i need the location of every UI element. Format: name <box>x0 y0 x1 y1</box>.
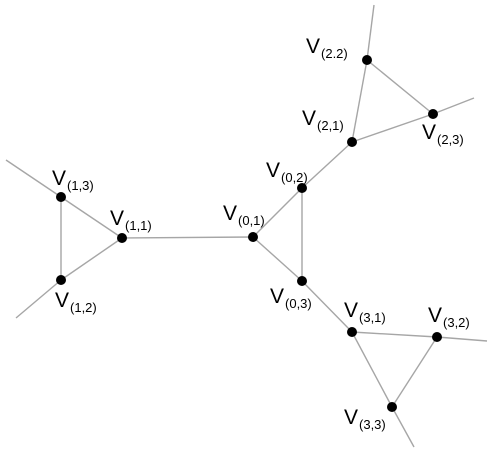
vertex-label-1-1: V(1,1) <box>110 207 152 233</box>
vertex-label-0-1: V(0,1) <box>223 202 265 228</box>
edge-v-1-3-v-1-1 <box>60 196 123 239</box>
vertex-label-letter: V <box>55 289 69 312</box>
vertex-label-subscript: (0,3) <box>285 296 312 311</box>
vertex-label-subscript: (2,3) <box>437 132 464 147</box>
dangling-edge-v-1-3 <box>5 159 62 198</box>
edge-v-2-1-v-2-2 <box>351 59 368 143</box>
edge-v-2-2-v-2-3 <box>366 59 434 115</box>
vertex-label-1-2: V(1,2) <box>55 289 97 315</box>
dangling-edge-v-2-2 <box>366 4 375 61</box>
dangling-edge-v-3-2 <box>436 336 488 342</box>
vertex-1-1 <box>117 233 127 243</box>
vertex-label-0-3: V(0,3) <box>270 285 312 311</box>
vertex-label-0-2: V(0,2) <box>266 159 308 185</box>
vertex-label-2-2: V(2.2) <box>306 35 348 61</box>
edge-v-1-2-v-1-1 <box>60 237 123 281</box>
vertex-3-3 <box>387 402 397 412</box>
edge-v-2-1-v-2-3 <box>351 113 434 143</box>
vertex-label-subscript: (1,1) <box>125 218 152 233</box>
vertex-1-2 <box>56 275 66 285</box>
edge-v-3-1-v-3-2 <box>351 331 438 338</box>
dangling-edge-v-2-3 <box>432 97 475 115</box>
vertex-0-2 <box>297 183 307 193</box>
vertex-label-subscript: (3,2) <box>443 315 470 330</box>
vertex-1-3 <box>56 192 66 202</box>
vertex-label-subscript: (1,2) <box>70 300 97 315</box>
vertex-3-2 <box>432 332 442 342</box>
vertex-label-2-1: V(2,1) <box>302 107 344 133</box>
vertex-label-subscript: (0,2) <box>281 170 308 185</box>
vertex-label-letter: V <box>344 406 358 429</box>
vertex-label-letter: V <box>422 121 436 144</box>
vertices-layer <box>56 55 442 412</box>
edge-v-0-2-v-2-1 <box>301 141 353 189</box>
vertex-label-3-1: V(3,1) <box>344 299 386 325</box>
vertex-label-letter: V <box>52 167 66 190</box>
vertex-2-1 <box>347 137 357 147</box>
edge-v-0-1-v-0-2 <box>252 187 303 238</box>
vertex-0-1 <box>248 232 258 242</box>
vertex-label-1-3: V(1,3) <box>52 167 94 193</box>
vertex-label-3-3: V(3,3) <box>344 406 386 432</box>
vertex-label-subscript: (1,3) <box>67 178 94 193</box>
vertex-label-letter: V <box>110 207 124 230</box>
vertex-3-1 <box>347 327 357 337</box>
vertex-label-letter: V <box>223 202 237 225</box>
vertex-0-3 <box>297 276 307 286</box>
vertex-label-letter: V <box>302 107 316 130</box>
vertex-2-3 <box>428 109 438 119</box>
vertex-label-letter: V <box>266 159 280 182</box>
vertex-2-2 <box>362 55 372 65</box>
labels-layer: V(1,3)V(1,2)V(1,1)V(0,1)V(0,2)V(0,3)V(2,… <box>52 35 470 432</box>
vertex-label-letter: V <box>306 35 320 58</box>
vertex-label-subscript: (2,1) <box>317 118 344 133</box>
edge-v-3-1-v-3-3 <box>351 331 393 408</box>
edge-v-1-1-v-0-1 <box>121 236 254 239</box>
vertex-label-letter: V <box>344 299 358 322</box>
vertex-label-3-2: V(3,2) <box>428 304 470 330</box>
vertex-label-letter: V <box>428 304 442 327</box>
edges-layer <box>5 4 488 448</box>
edge-v-0-3-v-3-1 <box>301 280 353 333</box>
edge-v-3-2-v-3-3 <box>391 336 438 408</box>
vertex-label-2-3: V(2,3) <box>422 121 464 147</box>
dangling-edge-v-3-3 <box>391 406 415 448</box>
edge-v-0-1-v-0-3 <box>252 236 303 282</box>
vertex-label-subscript: (3,3) <box>359 417 386 432</box>
dangling-edge-v-1-2 <box>15 279 62 319</box>
vertex-label-subscript: (3,1) <box>359 310 386 325</box>
vertex-label-subscript: (0,1) <box>238 213 265 228</box>
vertex-label-letter: V <box>270 285 284 308</box>
vertex-label-subscript: (2.2) <box>321 46 348 61</box>
